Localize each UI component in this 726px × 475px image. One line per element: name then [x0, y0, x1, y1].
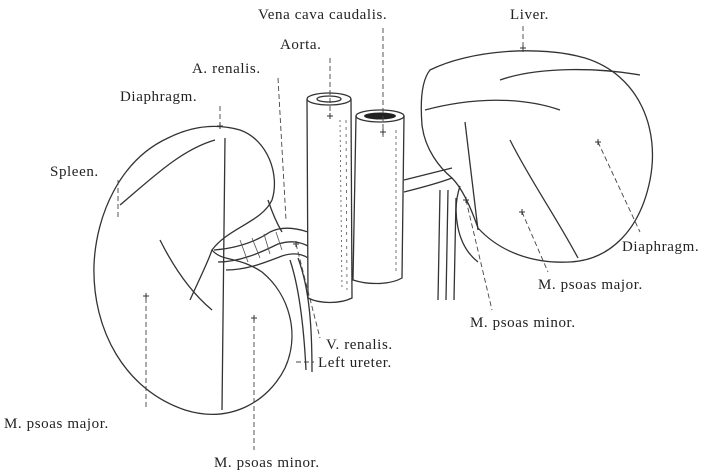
label-psoas-major-left: M. psoas major. [4, 417, 109, 432]
label-spleen: Spleen. [50, 165, 99, 180]
label-aorta: Aorta. [280, 38, 322, 53]
label-vena-cava: Vena cava caudalis. [258, 8, 387, 23]
label-psoas-minor-right: M. psoas minor. [470, 316, 576, 331]
right-psoas [438, 190, 456, 300]
label-a-renalis: A. renalis. [192, 62, 261, 77]
label-diaphragm-right: Diaphragm. [622, 240, 699, 255]
label-psoas-minor-left: M. psoas minor. [214, 456, 320, 471]
label-psoas-major-right: M. psoas major. [538, 278, 643, 293]
left-kidney [94, 126, 292, 414]
label-left-ureter: Left ureter. [318, 356, 392, 371]
cross-marks [143, 45, 601, 321]
label-v-renalis: V. renalis. [326, 338, 393, 353]
left-renal-vessels [214, 200, 312, 372]
aorta [307, 93, 352, 303]
vena-cava [353, 110, 404, 284]
label-diaphragm-left: Diaphragm. [120, 90, 197, 105]
label-liver: Liver. [510, 8, 549, 23]
